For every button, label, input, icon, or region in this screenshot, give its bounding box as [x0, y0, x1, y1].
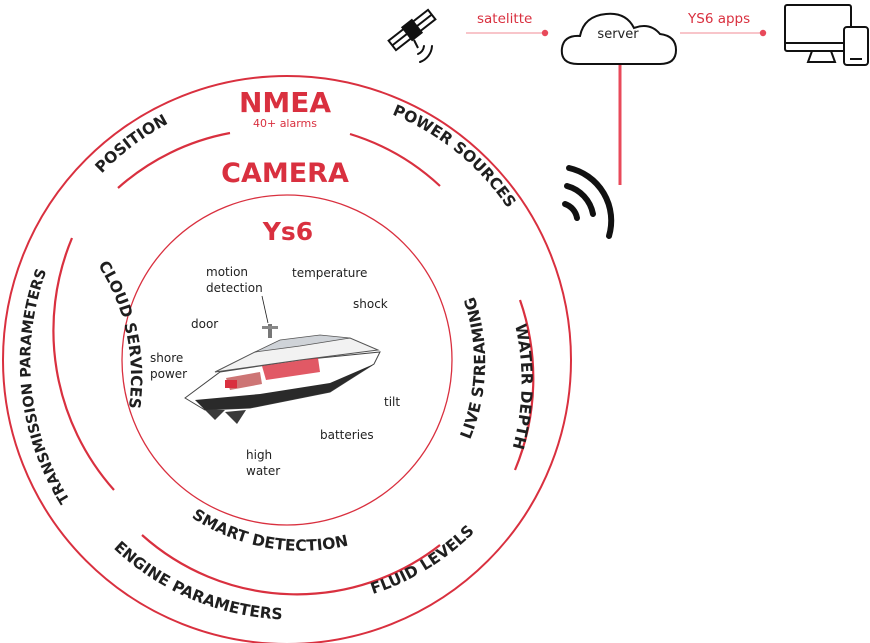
apps-label: YS6 apps: [687, 11, 750, 27]
sensor-water-line2: water: [246, 464, 280, 478]
label-smart-detection: SMART DETECTION: [189, 505, 350, 554]
sensor-batteries: batteries: [320, 428, 374, 442]
label-water-depth: WATER DEPTH: [509, 322, 536, 451]
motion-pointer-line: [261, 295, 269, 324]
nmea-subtitle: 40+ alarms: [253, 117, 317, 130]
sensor-door: door: [191, 317, 218, 331]
middle-ring-arc-top-right: [349, 132, 441, 187]
wireless-signal-icon: [562, 165, 615, 239]
ys6-title: Ys6: [262, 217, 313, 246]
server-label: server: [597, 27, 639, 42]
devices-icon: [784, 4, 869, 66]
sensor-motion-line2: detection: [206, 281, 263, 295]
sensor-shore-line1: shore: [150, 351, 183, 365]
nmea-title: NMEA: [239, 86, 331, 119]
label-fluid-levels: FLUID LEVELS: [368, 522, 477, 598]
middle-ring-arc-left: [52, 237, 115, 491]
camera-title: CAMERA: [221, 158, 349, 189]
outer-ring: [2, 75, 572, 643]
satellite-icon: [387, 8, 437, 63]
label-engine-parameters: ENGINE PARAMETERS: [111, 538, 284, 624]
label-transmission-parameters: TRANSMISSION PARAMETERS: [18, 267, 73, 507]
sensor-tilt: tilt: [384, 395, 400, 409]
middle-ring-arc-right: [513, 299, 535, 471]
satellite-label: satelitte: [477, 11, 532, 27]
cloud-icon: [560, 12, 678, 65]
middle-ring-arc-bottom: [141, 534, 441, 596]
inner-ring: [121, 194, 453, 526]
label-power-sources: POWER SOURCES: [390, 101, 519, 210]
satellite-connector-dot: [541, 29, 549, 37]
middle-ring-arc-top-left: [117, 131, 231, 189]
sensor-shore-line2: power: [150, 367, 187, 381]
apps-connector-dot: [759, 29, 767, 37]
sensor-motion-line1: motion: [206, 265, 248, 279]
sensor-water-line1: high: [246, 448, 272, 462]
label-cloud-services: CLOUD SERVICES: [95, 258, 145, 410]
sensor-shock: shock: [353, 297, 388, 311]
label-live-streaming: LIVE STREAMING: [457, 295, 489, 441]
sensor-temperature: temperature: [292, 266, 367, 280]
yacht-illustration: [184, 324, 381, 424]
